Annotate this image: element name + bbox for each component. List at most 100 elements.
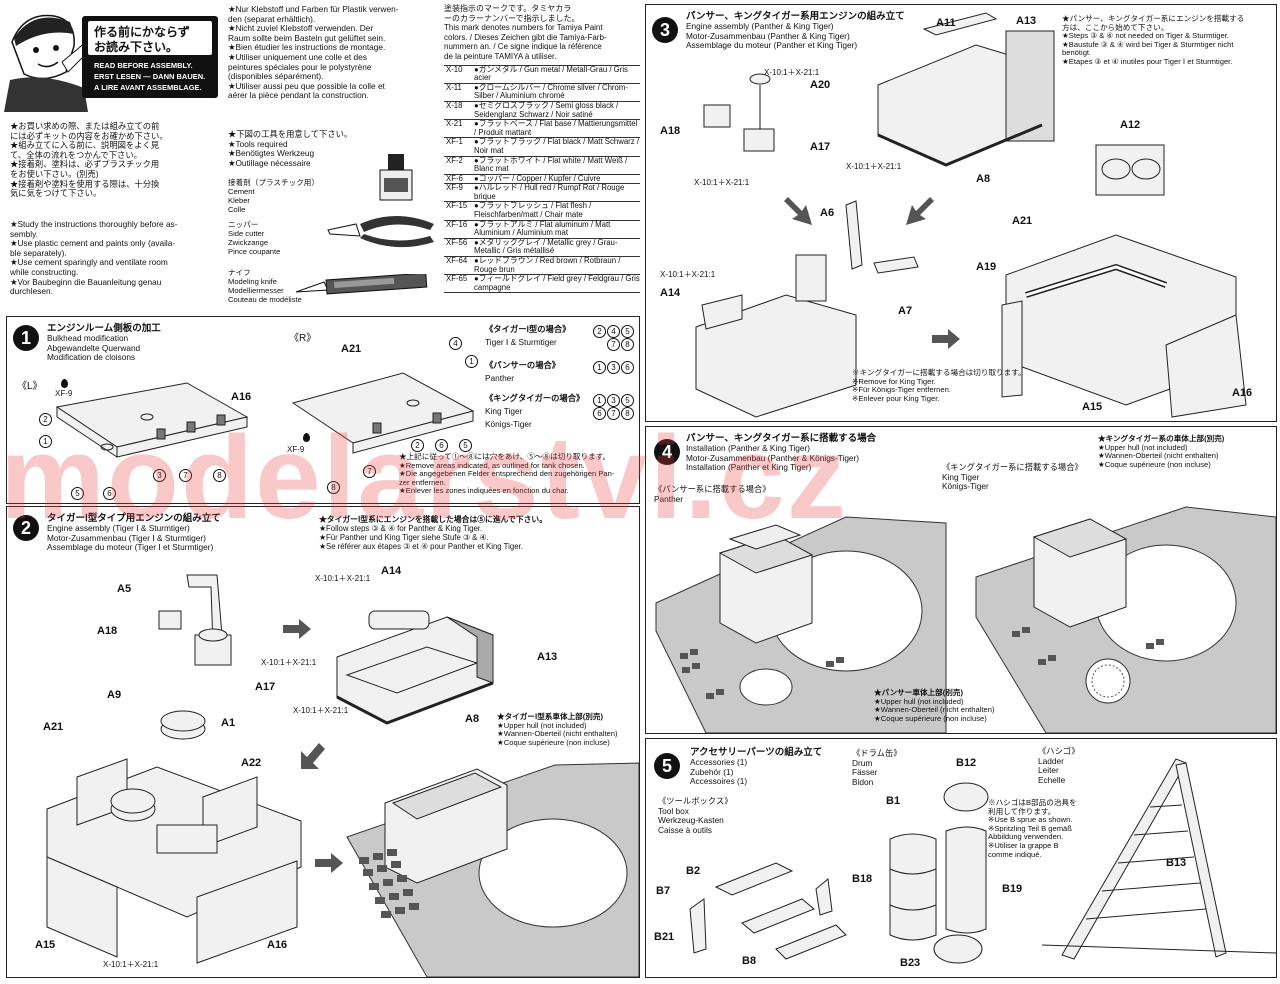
part-a11-label: A11 [936, 17, 956, 29]
paint-code: XF-6 [446, 173, 463, 183]
tool-cutter-de: Zwickzange [228, 238, 269, 247]
step-1-note: ★上記に従って①〜⑧には穴をあけ、⑤〜⑧は切り取ります。 ★Remove are… [399, 452, 614, 496]
paint-row: X-11●クロームシルバー / Chrome silver / Chrom-Si… [444, 82, 640, 101]
panther-mark: 《パンサー系に搭載する場合》 Panther [654, 484, 771, 504]
step-3-note-jp-2: 方は、ここから始めて下さい。 [1062, 22, 1169, 32]
paint-row: X-21 ●フラットベース / Flat base / Mattierungsmi… [444, 119, 640, 137]
step-3-panel: 3 パンサー、キングタイガー系用エンジンの組み立て Engine assembl… [645, 4, 1277, 422]
part-a21-label: A21 [341, 343, 362, 355]
paint-row: XF-2●フラットホワイト / Flat white / Matt Weiß /… [444, 155, 640, 174]
remove-note-de: ※Für Königs-Tiger entfernen. [852, 385, 951, 395]
step-1-title-jp: エンジンルーム側板の加工 [47, 323, 161, 334]
part-b8-label: B8 [742, 955, 757, 967]
right-mark: 《R》 [289, 333, 317, 344]
paint-name: ●フィールドグレイ / Field grey / Feldgrau / Gris… [474, 274, 640, 292]
note-en-2: sembly. [10, 228, 38, 239]
note-jp-3: ★組み立てに入る前に、説明図をよく見 [10, 140, 160, 151]
callout-6-left: 6 [103, 483, 117, 501]
part-a6-label: A6 [820, 207, 835, 219]
paint-name: ●ハルレッド / Hull red / Rumpf Rot / Rouge br… [474, 183, 625, 201]
toolbox-mark-jp: 《ツールボックス》 [658, 796, 733, 806]
note-fr-1: ★Bien étudier les instructions de montag… [228, 42, 386, 53]
note-jp-6: をお使い下さい。(別売) [10, 168, 99, 179]
paint-code: X-10 [446, 64, 463, 74]
step-4-title-en: Installation (Panther & King Tiger) [686, 443, 811, 453]
king-hull-note-jp: ★キングタイガー系の車体上部(別売) [1098, 434, 1225, 443]
step-3-title-en: Engine assembly (Panther & King Tiger) [686, 21, 834, 31]
king-hull-note-en: ★Upper hull (not included) [1098, 442, 1188, 452]
note-de-4: Raum sollte beim Basteln gut gelüftet se… [228, 32, 386, 43]
step-2-note-fr: ★Se référer aux étapes ③ et ④ pour Panth… [319, 542, 523, 551]
tool-knife-en: Modeling knife [228, 277, 277, 286]
tool-cement-de: Kleber [228, 196, 250, 205]
tools-required: ★下図の工具を用意して下さい。 ★Tools required ★Benötig… [228, 129, 352, 168]
paint-code: XF-16 [446, 219, 468, 229]
note-jp-7: ★接着剤や塗料を使用する際は、十分換 [10, 178, 160, 189]
step-5-number: 5 [654, 753, 680, 779]
paint-name: ●コッパー / Copper / Kupfer / Cuivre [474, 173, 601, 183]
step-3-title-fr: Assemblage du moteur (Panther et King Ti… [686, 40, 858, 51]
part-a19-label: A19 [976, 261, 997, 273]
cement-bottle-icon [379, 154, 413, 201]
tool-knife-de: Modelliermesser [228, 286, 284, 295]
step-1-note-en: ★Remove areas indicated, as outlined for… [399, 460, 585, 470]
tool-cement-label: 接着剤（プラスチック用） Cement Kleber Colle [228, 178, 319, 214]
tool-knife-jp: ナイフ [228, 268, 251, 277]
part-a16-label-2: A16 [267, 939, 288, 951]
part-a14-label: A14 [381, 565, 402, 577]
ladder-mark-jp: 《ハシゴ》 [1038, 746, 1080, 756]
tiger-legend-jp: 《タイガーⅠ型の場合》 [485, 324, 571, 334]
paint-row: XF-16●フラットアルミ / Flat aluminum / Matt Alu… [444, 219, 640, 238]
part-b7-label: B7 [656, 885, 671, 897]
ladder-note-jp-2: 利用して作ります。 [988, 806, 1056, 816]
paint-row: XF-9●ハルレッド / Hull red / Rumpf Rot / Roug… [444, 183, 640, 201]
paint-code: XF-1 [446, 137, 463, 147]
note-jp-8: 気に気をつけて下さい。 [10, 188, 102, 199]
ladder-note-fr-1: ※Utiliser la grappe B [988, 840, 1059, 850]
note-en-5: ★Use cement sparingly and ventilate room [10, 257, 168, 268]
mix-label-6: X-10:1＋X-21:1 [694, 178, 750, 187]
paint-drop-icon [61, 379, 68, 388]
bulkhead-right-drawing [291, 372, 475, 454]
step-5-panel: 5 アクセサリーパーツの組み立て Accessories (1) Zubehör… [645, 738, 1277, 978]
step-2-note-de: ★Für Panther und King Tiger siehe Stufe … [319, 533, 489, 542]
panther-mark-en: Panther [654, 493, 684, 504]
panther-hull-note-de: ★Wannen-Oberteil (nicht enthalten) [874, 705, 995, 715]
paint-row: XF-15●フラットフレッシュ / Flat flesh / Fleischfa… [444, 201, 640, 219]
warning-en-2: ERST LESEN — DANN BAUEN. [94, 72, 206, 81]
panther-hull-note-en: ★Upper hull (not included) [874, 696, 964, 706]
paint-code: XF-65 [446, 274, 468, 284]
tool-knife-label: ナイフ Modeling knife Modelliermesser Coute… [228, 268, 302, 304]
king-hull-note: ★キングタイガー系の車体上部(別売) ★Upper hull (not incl… [1098, 434, 1225, 469]
notes-en: ★Study the instructions thoroughly befor… [10, 219, 220, 297]
mix-label-4: X-10:1＋X-21:1 [103, 960, 159, 969]
tools-title-en: ★Tools required [228, 138, 288, 149]
step-2-hull-note-jp: ★タイガーⅠ型系車体上部(別売) [497, 712, 604, 721]
note-de-1: ★Nur Klebstoff und Farben für Plastik ve… [228, 4, 399, 14]
callout-8-left: 8 [213, 465, 227, 483]
paint-name: ●フラットベース / Flat base / Mattierungsmittel… [474, 119, 638, 137]
note-de-2: den (separat erhältlich). [228, 13, 316, 24]
note-en-4: ble separately). [10, 247, 67, 258]
step-3-title: パンサー、キングタイガー系用エンジンの組み立て Engine assembly … [686, 11, 905, 51]
step-3-note-de-2: benötigt. [1062, 48, 1092, 58]
ladder-note: ※ハシゴはB部品の治具を 利用して作ります。 ※Use B sprue as s… [988, 798, 1077, 859]
paint-name: ●ガンメタル / Gun metal / Metall-Grau / Gris … [474, 64, 628, 83]
intro-section: 作る前にかならず お読み下さい。 READ BEFORE ASSEMBLY. E… [4, 2, 640, 314]
step-2-panel: 2 タイガーⅠ型タイプ用エンジンの組み立て Engine assembly (T… [6, 506, 640, 978]
tools-title-de: ★Benötigtes Werkzeug [228, 148, 315, 159]
panther-legend-jp: 《パンサーの場合》 [485, 360, 561, 370]
paint-row: XF-56●メタリックグレイ / Metallic grey / Grau-Me… [444, 237, 640, 256]
part-a7-label: A7 [898, 305, 913, 317]
ladder-note-en: ※Use B sprue as shown. [988, 815, 1073, 825]
king-mark-jp: 《キングタイガー系に搭載する場合》 [942, 462, 1083, 472]
note-en-8: durchlesen. [10, 286, 53, 297]
part-a15-label-2: A15 [1082, 401, 1103, 413]
step-3-note-fr: ★Etapes ③ et ④ inutiles pour Tiger Ⅰ et … [1062, 56, 1233, 66]
side-cutter-icon [327, 216, 434, 248]
step-5-title: アクセサリーパーツの組み立て Accessories (1) Zubehör (… [690, 747, 822, 787]
mix-label-7: X-10:1＋X-21:1 [660, 270, 716, 279]
paint-code: X-21 [446, 119, 463, 129]
warning-box: 作る前にかならず お読み下さい。 READ BEFORE ASSEMBLY. E… [82, 16, 218, 98]
